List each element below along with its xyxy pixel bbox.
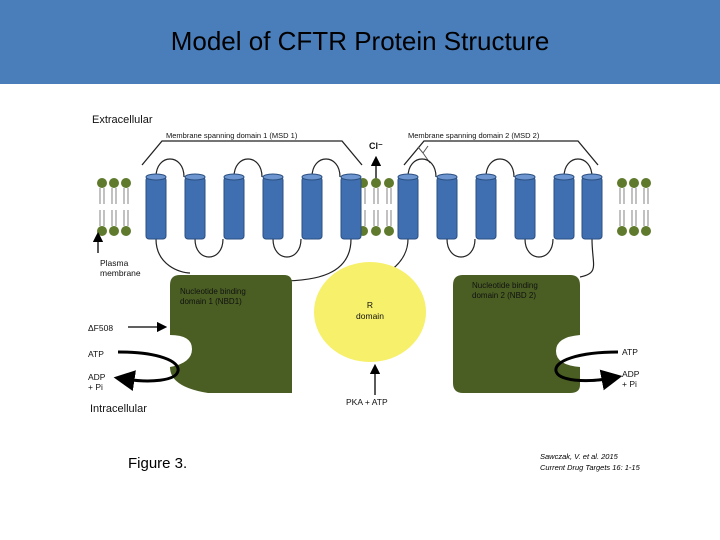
helix [436,176,458,240]
adp-left-label-1: ADP [88,372,106,382]
r-domain [314,262,426,362]
nbd1-domain [170,275,292,393]
title-bar: Model of CFTR Protein Structure [0,0,720,84]
helix [262,176,284,240]
msd1-helices [145,173,362,240]
adp-right-label-2: + Pi [622,379,637,389]
msd2-helices [397,173,603,240]
nbd1-label-1: Nucleotide binding [180,287,246,296]
helix [581,176,603,240]
plasma-label-2: membrane [100,268,141,278]
helix [475,176,497,240]
plasma-label-1: Plasma [100,258,129,268]
chloride-label: Cl⁻ [369,141,383,151]
msd1-label: Membrane spanning domain 1 (MSD 1) [166,131,298,140]
helix [301,176,323,240]
figure-caption: Figure 3. [128,455,188,472]
intracellular-label: Intracellular [90,403,147,415]
extracellular-loops [155,158,593,178]
nbd1-label-2: domain 1 (NBD1) [180,297,242,306]
helix [340,176,362,240]
adp-right-label-1: ADP [622,369,640,379]
atp-left-label: ATP [88,349,104,359]
pka-label: PKA + ATP [346,397,388,407]
msd2-bracket [403,140,599,166]
atp-right-label: ATP [622,347,638,357]
helix [223,176,245,240]
atp-hydrolysis-arrow-left [113,350,180,391]
msd2-label: Membrane spanning domain 2 (MSD 2) [408,131,540,140]
r-domain-label-2: domain [356,311,384,321]
nbd2-domain [453,275,580,393]
slide-title: Model of CFTR Protein Structure [170,26,550,56]
helix [145,176,167,240]
cftr-diagram: Extracellular Membrane spanning domain 1… [88,114,651,415]
nbd2-label-2: domain 2 (NBD 2) [472,291,536,300]
atp-hydrolysis-arrow-right [554,350,623,391]
intracellular-loops [155,238,595,282]
citation: Sawczak, V. et al. 2015 Current Drug Tar… [540,451,640,473]
helix [184,176,206,240]
helix [553,176,575,240]
msd1-bracket [141,140,363,166]
helix [397,176,419,240]
extracellular-label: Extracellular [92,114,153,126]
citation-line-2: Current Drug Targets 16: 1-15 [540,463,640,472]
helix [514,176,536,240]
nbd2-label-1: Nucleotide binding [472,281,538,290]
r-domain-label-1: R [367,300,373,310]
citation-line-1: Sawczak, V. et al. 2015 [540,452,618,461]
df508-label: ΔF508 [88,323,113,333]
adp-left-label-2: + Pi [88,382,103,392]
